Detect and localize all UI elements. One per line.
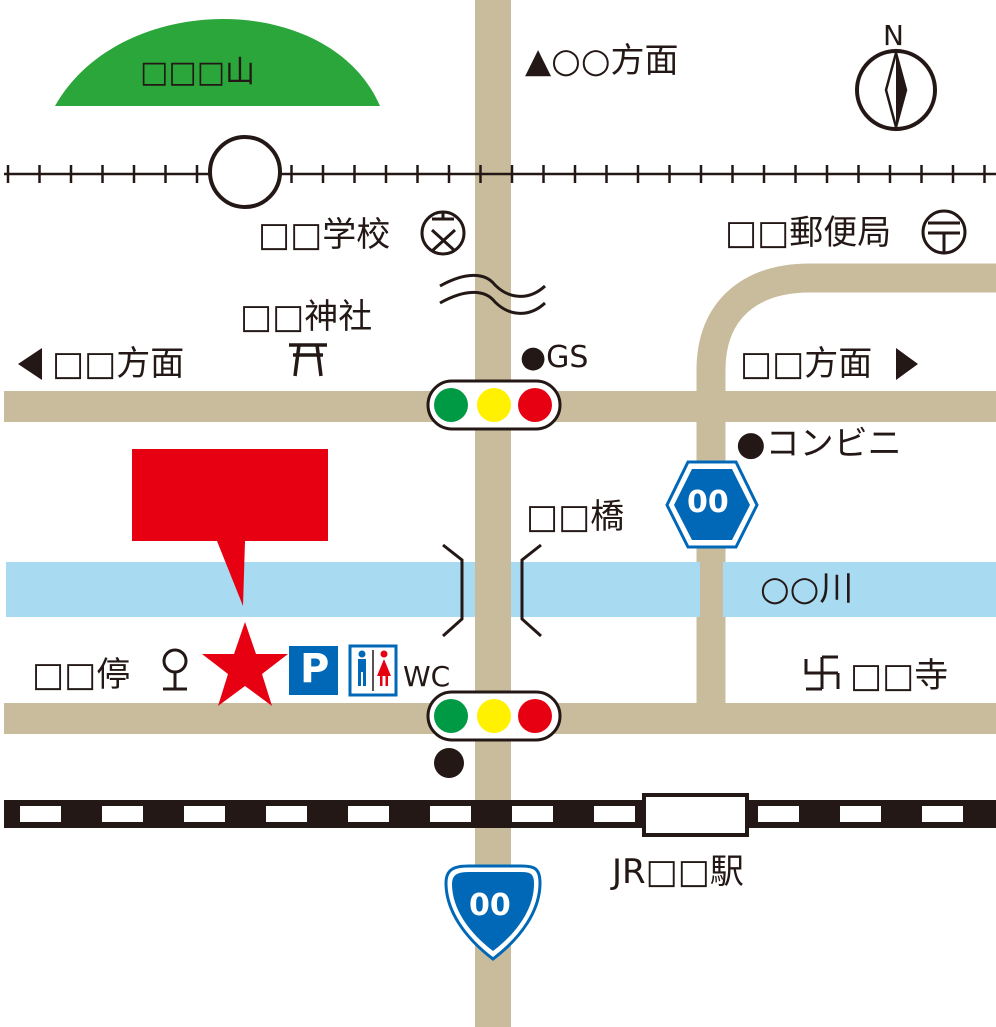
top-direction-label: ▲○○方面 bbox=[525, 41, 679, 81]
bridge-deck bbox=[475, 562, 511, 617]
prefectural-route-number: 00 bbox=[687, 485, 729, 520]
bridge-left-bracket bbox=[441, 543, 464, 638]
stream-wave-lower bbox=[439, 290, 547, 315]
national-route-sign bbox=[444, 864, 542, 961]
mountain-shape bbox=[55, 19, 380, 106]
jr-rail-dash bbox=[102, 806, 143, 822]
shrine-label: □□神社 bbox=[240, 297, 373, 337]
school-map-symbol-icon bbox=[420, 210, 466, 256]
jr-station-box bbox=[642, 793, 749, 837]
toilet-icon bbox=[348, 644, 398, 697]
jr-rail-dash bbox=[348, 806, 389, 822]
bridge-right-bracket bbox=[520, 543, 543, 638]
landmark-dot bbox=[434, 748, 464, 778]
gas-station-label: ●GS bbox=[520, 340, 589, 375]
jr-rail-dash bbox=[20, 806, 61, 822]
jr-rail-dash bbox=[594, 806, 635, 822]
school-label: □□学校 bbox=[258, 215, 391, 255]
national-route-number: 00 bbox=[469, 888, 511, 923]
jr-rail-dash bbox=[184, 806, 225, 822]
temple-label: □□寺 bbox=[850, 656, 949, 696]
convenience-store-label: ●コンビニ bbox=[736, 424, 902, 464]
traffic-signal-upper bbox=[426, 379, 562, 431]
upper-railway bbox=[4, 165, 996, 183]
stream-wave-upper bbox=[439, 273, 547, 298]
right-direction-triangle bbox=[896, 348, 918, 380]
post-office-map-symbol-icon bbox=[921, 209, 967, 255]
right-direction-text: □□方面 bbox=[740, 344, 873, 384]
left-direction-triangle bbox=[18, 348, 42, 380]
left-direction-text: □□方面 bbox=[52, 344, 185, 384]
right-direction-label: □□方面 bbox=[740, 347, 872, 381]
jr-rail-dash bbox=[430, 806, 471, 822]
traffic-signal-lower bbox=[426, 690, 562, 742]
compass-north-icon bbox=[855, 48, 937, 132]
jr-rail-dash bbox=[840, 806, 881, 822]
mountain-label: □□□山 bbox=[140, 55, 256, 90]
manji-temple-icon bbox=[804, 655, 840, 691]
bridge-road-over-river bbox=[700, 562, 723, 617]
prefectural-route-sign bbox=[665, 460, 759, 549]
bus-stop-icon bbox=[162, 648, 188, 691]
parking-label: P bbox=[300, 646, 330, 692]
destination-callout bbox=[132, 449, 328, 606]
torii-shrine-icon bbox=[289, 343, 327, 377]
left-direction-label: □□方面 bbox=[52, 347, 184, 381]
jr-rail-dash bbox=[266, 806, 307, 822]
jr-rail-dash bbox=[512, 806, 553, 822]
bus-stop-label: □□停 bbox=[32, 655, 131, 695]
parking-icon bbox=[289, 646, 338, 695]
curved-right-road bbox=[696, 263, 996, 705]
roads bbox=[4, 0, 996, 1027]
wc-label: WC bbox=[403, 660, 451, 693]
jr-railway bbox=[4, 793, 996, 837]
jr-rail-dash bbox=[758, 806, 799, 822]
bridge-label: □□橋 bbox=[526, 497, 625, 537]
compass-north-label: N bbox=[883, 19, 904, 52]
station-label: JR□□駅 bbox=[612, 852, 744, 892]
rail-station-circle bbox=[208, 135, 282, 209]
river-label: ○○川 bbox=[760, 569, 854, 609]
post-office-label: □□郵便局 bbox=[725, 213, 892, 253]
destination-star-icon bbox=[202, 622, 288, 706]
jr-rail-dash bbox=[922, 806, 963, 822]
